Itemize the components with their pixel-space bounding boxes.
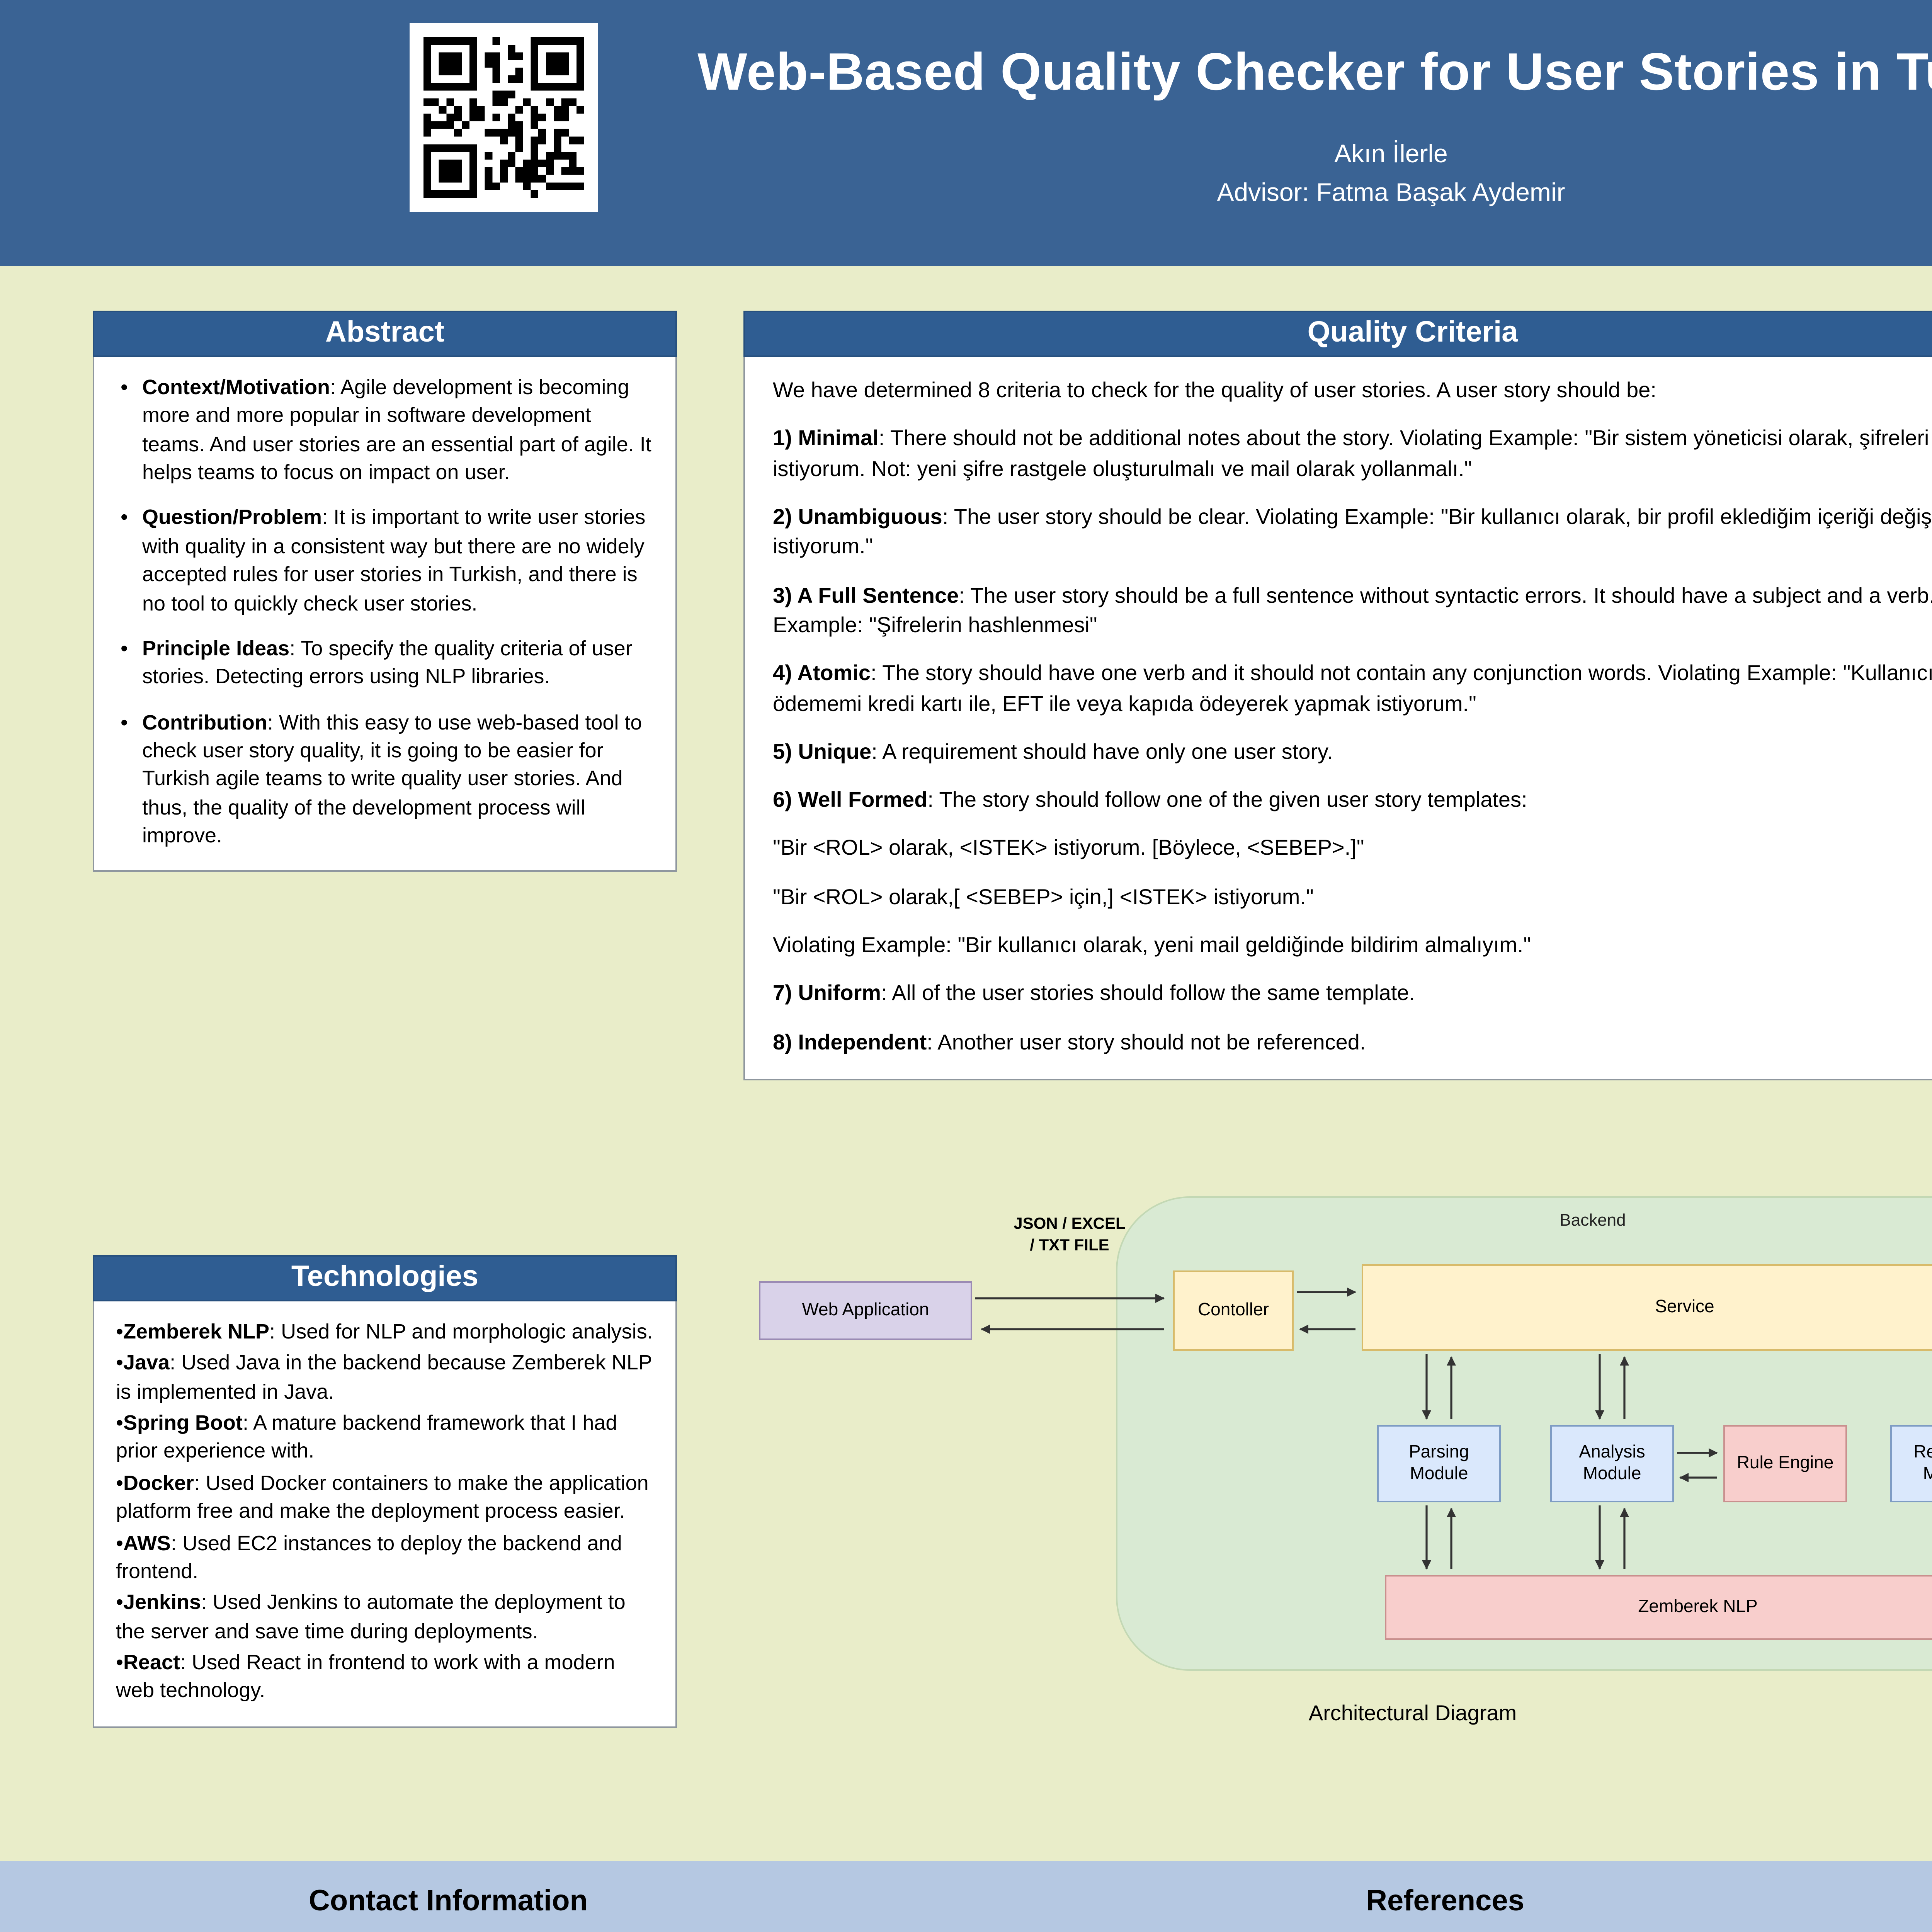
reporting-module-node: Reporting Module xyxy=(1890,1425,1932,1502)
backend-label: Backend xyxy=(1560,1212,1626,1230)
abstract-content: Context/Motivation: Agile development is… xyxy=(93,357,677,872)
technology-item: Docker: Used Docker containers to make t… xyxy=(116,1469,654,1526)
diagram-caption: Architectural Diagram xyxy=(1308,1700,1517,1725)
quality-title-bar: Quality Criteria xyxy=(743,311,1932,357)
quality-paragraph: 1) Minimal: There should not be addition… xyxy=(773,425,1932,480)
parsing-module-node: Parsing Module xyxy=(1377,1425,1501,1502)
abstract-item: Principle Ideas: To specify the quality … xyxy=(116,635,654,692)
analysis-module-node: Analysis Module xyxy=(1550,1425,1674,1502)
service-node: Service xyxy=(1362,1264,1932,1351)
quality-paragraph: 8) Independent: Another user story shoul… xyxy=(773,1029,1366,1054)
abstract-item-label: Context/Motivation xyxy=(142,376,330,399)
quality-paragraph: 3) A Full Sentence: The user story shoul… xyxy=(773,582,1932,637)
diagram-arrows xyxy=(975,1287,1718,1570)
technology-item: React: Used React in frontend to work wi… xyxy=(116,1649,654,1706)
abstract-item: Context/Motivation: Agile development is… xyxy=(116,374,654,488)
advisor: Advisor: Fatma Başak Aydemir xyxy=(1217,179,1565,207)
technology-item: AWS: Used EC2 instances to deploy the ba… xyxy=(116,1529,654,1586)
architectural-diagram: Backend xyxy=(756,1193,1932,1675)
qr-code-icon xyxy=(423,37,584,198)
references-title: References xyxy=(1366,1886,1524,1918)
abstract-item-label: Principle Ideas xyxy=(142,636,290,660)
technology-item: Zemberek NLP: Used for NLP and morpholog… xyxy=(116,1318,654,1347)
abstract-item: Question/Problem: It is important to wri… xyxy=(116,505,654,618)
abstract-item-label: Question/Problem xyxy=(142,506,322,529)
abstract-item-text: : To specify the quality criteria of use… xyxy=(142,636,633,688)
quality-paragraph: 5) Unique: A requirement should have onl… xyxy=(773,738,1333,764)
technologies-title: Technologies xyxy=(291,1261,479,1294)
controller-node: Contoller xyxy=(1173,1270,1294,1351)
technology-item: Java: Used Java in the backend because Z… xyxy=(116,1350,654,1406)
abstract-section: Abstract Context/Motivation: Agile devel… xyxy=(93,311,677,872)
references-block: References Lucassen, Garm, Fabiano Dalpi… xyxy=(842,1886,1932,1932)
abstract-item-text: : It is important to write user stories … xyxy=(142,506,646,615)
quality-paragraph: "Bir <ROL> olarak,[ <SEBEP> için,] <ISTE… xyxy=(773,884,1314,908)
abstract-item-text: : With this easy to use web-based tool t… xyxy=(142,710,642,847)
technologies-content: Zemberek NLP: Used for NLP and morpholog… xyxy=(93,1301,677,1728)
contact-title: Contact Information xyxy=(309,1886,588,1918)
header: Web-Based Quality Checker for User Stori… xyxy=(0,0,1932,266)
abstract-item-text: : Agile development is becoming more and… xyxy=(142,376,651,484)
qr-code xyxy=(410,23,598,212)
quality-paragraph: We have determined 8 criteria to check f… xyxy=(773,377,1656,402)
technology-item: Jenkins: Used Jenkins to automate the de… xyxy=(116,1589,654,1646)
quality-title: Quality Criteria xyxy=(1307,317,1518,349)
web-application-node: Web Application xyxy=(759,1281,972,1340)
file-format-label: JSON / EXCEL / TXT FILE xyxy=(1014,1215,1126,1255)
quality-paragraph: 4) Atomic: The story should have one ver… xyxy=(773,660,1932,715)
abstract-item: Contribution: With this easy to use web-… xyxy=(116,709,654,850)
footer: Contact Information Akın İlerle Email: a… xyxy=(0,1861,1932,1932)
rule-engine-node: Rule Engine xyxy=(1723,1425,1847,1502)
abstract-item-label: Contribution xyxy=(142,710,267,734)
author: Akın İlerle xyxy=(1334,141,1448,168)
quality-paragraph: 2) Unambiguous: The user story should be… xyxy=(773,503,1932,558)
technologies-section: Technologies Zemberek NLP: Used for NLP … xyxy=(93,1255,677,1728)
quality-criteria-section: Quality Criteria We have determined 8 cr… xyxy=(743,311,1932,1080)
zemberek-nlp-node: Zemberek NLP xyxy=(1385,1575,1932,1640)
technology-item: Spring Boot: A mature backend framework … xyxy=(116,1410,654,1466)
contact-block: Contact Information Akın İlerle Email: a… xyxy=(139,1886,757,1932)
quality-paragraph: 7) Uniform: All of the user stories shou… xyxy=(773,980,1415,1005)
header-text: Web-Based Quality Checker for User Stori… xyxy=(665,43,1932,209)
quality-paragraph: "Bir <ROL> olarak, <ISTEK> istiyorum. [B… xyxy=(773,835,1364,860)
quality-content: We have determined 8 criteria to check f… xyxy=(743,357,1932,1080)
quality-paragraph: Violating Example: "Bir kullanıcı olarak… xyxy=(773,932,1531,957)
poster-title: Web-Based Quality Checker for User Stori… xyxy=(697,43,1932,102)
abstract-title: Abstract xyxy=(325,317,445,349)
technologies-title-bar: Technologies xyxy=(93,1255,677,1301)
quality-paragraph: 6) Well Formed: The story should follow … xyxy=(773,787,1527,812)
abstract-title-bar: Abstract xyxy=(93,311,677,357)
